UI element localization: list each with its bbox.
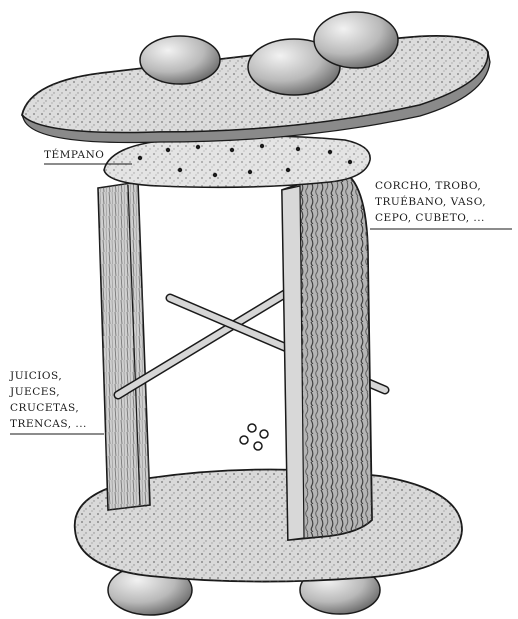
label-juicios-line-4: TRENCAS, ... [10,418,87,430]
label-corcho-line-3: CEPO, CUBETO, ... [375,212,485,224]
tempano-plate [104,136,370,187]
roof-stone-left [140,36,220,84]
entrance-holes [240,424,268,450]
plank-left [98,182,150,510]
label-juicios-line-1: JUICIOS, [9,370,62,382]
label-juicios-line-2: JUECES, [9,386,60,398]
cork-trunk [282,170,372,540]
label-juicios-line-3: CRUCETAS, [10,402,79,414]
label-corcho-line-2: TRUÉBANO, VASO, [375,194,486,208]
label-tempano: TÉMPANO [44,147,104,161]
roof-stone-right [314,12,398,68]
label-corcho-line-1: CORCHO, TROBO, [375,180,481,192]
